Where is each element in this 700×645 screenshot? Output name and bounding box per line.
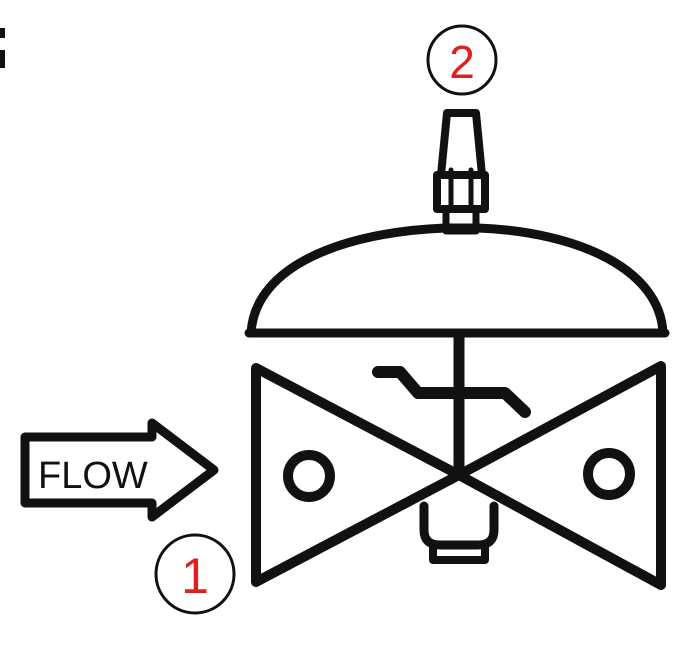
actuator-dome-icon [244, 223, 670, 338]
stem-linkage [372, 366, 531, 418]
callout-1-number: 1 [181, 548, 209, 604]
valve-body-icon [251, 361, 666, 590]
callout-2-circle [426, 24, 498, 96]
callout-1-circle [154, 533, 236, 615]
callout-2: 2 [426, 24, 498, 96]
edge-mark [0, 28, 5, 68]
flow-arrow-icon: FLOW [20, 418, 219, 522]
callout-2-number: 2 [449, 36, 475, 88]
port-circle-right [583, 448, 635, 500]
pilot-fitting-icon [433, 109, 489, 235]
bottom-cap [419, 501, 499, 564]
port-circle-left [283, 450, 335, 502]
callout-1: 1 [154, 533, 236, 615]
flow-label: FLOW [38, 455, 148, 497]
